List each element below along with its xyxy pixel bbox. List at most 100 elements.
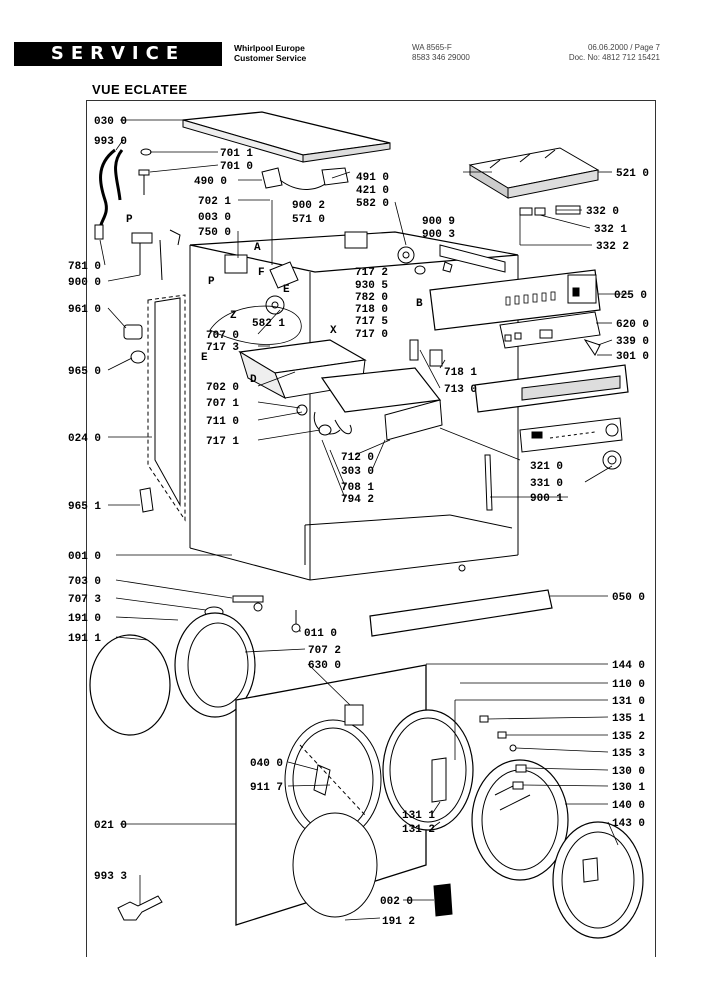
- part-label: 491 0: [356, 172, 389, 184]
- part-label: 965 0: [68, 366, 101, 378]
- part-label: 701 1: [220, 148, 253, 160]
- part-label: 321 0: [530, 461, 563, 473]
- part-label: 900 1: [530, 493, 563, 505]
- part-label: 993 0: [94, 136, 127, 148]
- part-label: 130 1: [612, 782, 645, 794]
- part-label: 900 2: [292, 200, 325, 212]
- part-label: 521 0: [616, 168, 649, 180]
- part-label: 702 0: [206, 382, 239, 394]
- letter-callout: E: [283, 284, 290, 296]
- service-banner: SERVICE: [14, 42, 222, 66]
- part-label: 794 2: [341, 494, 374, 506]
- part-label: 630 0: [308, 660, 341, 672]
- letter-callout: B: [416, 298, 423, 310]
- display-panel: [519, 417, 623, 453]
- part-label: 582 1: [252, 318, 285, 330]
- part-label: 002 0: [380, 896, 413, 908]
- part-label: 131 0: [612, 696, 645, 708]
- part-label: 965 1: [68, 501, 101, 513]
- doc-number: Doc. No: 4812 712 15421: [568, 53, 660, 62]
- part-label: 718 0: [355, 304, 388, 316]
- part-label: 750 0: [198, 227, 231, 239]
- letter-callout: F: [258, 267, 265, 279]
- letter-callout: Z: [230, 310, 237, 322]
- part-label: 331 0: [530, 478, 563, 490]
- part-label: 140 0: [612, 800, 645, 812]
- part-label: 131 1: [402, 810, 435, 822]
- valve-fittings: [131, 148, 181, 281]
- filter-cover: [433, 883, 453, 917]
- part-label: 339 0: [616, 336, 649, 348]
- part-label: 707 0: [206, 330, 239, 342]
- part-label: 040 0: [250, 758, 283, 770]
- part-label: 130 0: [612, 766, 645, 778]
- part-label: 024 0: [68, 433, 101, 445]
- part-label: 708 1: [341, 482, 374, 494]
- part-label: 703 0: [68, 576, 101, 588]
- timer-knob: [397, 246, 453, 275]
- leader-lines: [99, 119, 630, 921]
- part-label: 900 0: [68, 277, 101, 289]
- company-dept: Customer Service: [234, 53, 307, 63]
- part-label: 303 0: [341, 466, 374, 478]
- part-label: 191 1: [68, 633, 101, 645]
- part-label: 782 0: [355, 292, 388, 304]
- part-label: 301 0: [616, 351, 649, 363]
- letter-callout: P: [208, 276, 215, 288]
- part-label: 135 2: [612, 731, 645, 743]
- part-label: 717 0: [355, 329, 388, 341]
- water-valves: [209, 254, 302, 345]
- door-seal: [89, 612, 256, 736]
- selector-knob: [602, 450, 622, 470]
- letter-callout: A: [254, 242, 261, 254]
- part-label: 711 0: [206, 416, 239, 428]
- spray-parts: [409, 339, 493, 511]
- part-label: 571 0: [292, 214, 325, 226]
- model-info: WA 8565-F 8583 346 29000: [412, 43, 470, 63]
- dispenser-housing: [238, 339, 443, 441]
- inner-porthole: [292, 812, 378, 918]
- company-info: Whirlpool Europe Customer Service: [234, 43, 306, 63]
- part-label: 135 3: [612, 748, 645, 760]
- part-label: 001 0: [68, 551, 101, 563]
- part-label: 050 0: [612, 592, 645, 604]
- fascia-panel: [474, 364, 629, 413]
- part-label: 490 0: [194, 176, 227, 188]
- part-label: 030 0: [94, 116, 127, 128]
- service-code: 8583 346 29000: [412, 53, 470, 62]
- part-label: 021 0: [94, 820, 127, 832]
- part-labels: 030 0 993 0 701 1 701 0 490 0 491 0 421 …: [68, 116, 649, 928]
- door-ring: [552, 821, 644, 939]
- part-label: 911 7: [250, 782, 283, 794]
- part-label: 702 1: [198, 196, 231, 208]
- top-cover-part: [182, 111, 391, 163]
- part-label: 701 0: [220, 161, 253, 173]
- part-label: 143 0: [612, 818, 645, 830]
- part-label: 582 0: [356, 198, 389, 210]
- part-label: 110 0: [612, 679, 645, 691]
- part-label: 718 1: [444, 367, 477, 379]
- power-board: [499, 311, 601, 356]
- part-label: 707 3: [68, 594, 101, 606]
- part-label: 025 0: [614, 290, 647, 302]
- letter-callout: E: [201, 352, 208, 364]
- part-label: 421 0: [356, 185, 389, 197]
- part-label: 930 5: [355, 280, 388, 292]
- part-label: 993 3: [94, 871, 127, 883]
- part-label: 191 2: [382, 916, 415, 928]
- letter-callout: D: [250, 374, 257, 386]
- kick-plate: [369, 589, 553, 637]
- front-panel: [235, 664, 427, 926]
- part-label: 332 0: [586, 206, 619, 218]
- door-frame: [382, 709, 474, 831]
- pressure-switch: [261, 167, 349, 190]
- letter-callouts: A P F E Z B X P E D: [126, 214, 423, 386]
- model-number: WA 8565-F: [412, 43, 452, 52]
- part-label: 332 1: [594, 224, 627, 236]
- part-label: 003 0: [198, 212, 231, 224]
- part-label: 332 2: [596, 241, 629, 253]
- letter-callout: X: [330, 325, 337, 337]
- part-label: 011 0: [304, 628, 337, 640]
- side-panel: [147, 294, 186, 522]
